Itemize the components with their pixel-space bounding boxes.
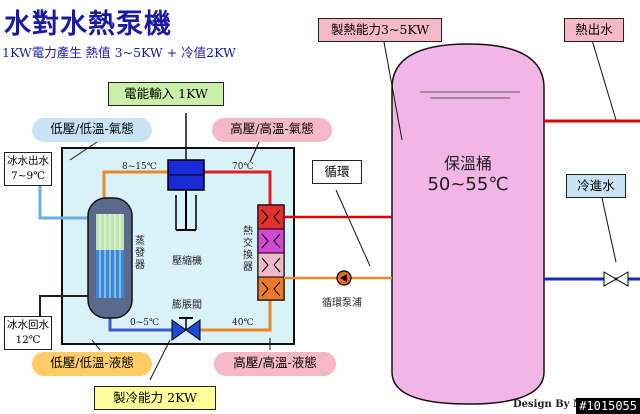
heat-exchanger-label: 熱交換器 — [243, 226, 253, 273]
temp-evap-out: 8~15℃ — [122, 162, 157, 172]
pipe-exchanger-to-valve — [200, 300, 272, 332]
image-id-badge: #1015055 — [576, 398, 640, 414]
evaporator-label: 蒸發器 — [135, 236, 145, 271]
designer-credit: Design By Mi — [513, 399, 588, 410]
temp-comp-out: 70℃ — [232, 162, 254, 172]
chilled-water-out-label: 冰水出水 7~9℃ — [4, 152, 52, 186]
high-pressure-gas-label: 高壓/高溫-氣態 — [212, 118, 332, 142]
tank-name: 保溫桶 — [443, 154, 492, 173]
circulation-pump-label: 循環泵浦 — [322, 298, 362, 309]
power-input-label: 電能輸入 1KW — [108, 82, 224, 106]
expansion-valve-label: 膨脹閥 — [172, 300, 202, 311]
pipe-evaporator-to-compressor — [102, 170, 168, 198]
circulation-pump-icon — [336, 270, 352, 286]
high-pressure-liquid-label: 高壓/高溫-液態 — [214, 352, 336, 376]
hot-water-out-label: 熱出水 — [564, 18, 624, 42]
pipe-chilled-water-return — [39, 295, 88, 316]
cooling-capacity-label: 製冷能力 2KW — [94, 386, 216, 410]
heating-capacity-label: 製熱能力3~5KW — [318, 18, 442, 42]
temp-evap-in: 0~5℃ — [130, 318, 160, 328]
pipe-compressor-to-exchanger — [204, 170, 272, 205]
low-pressure-liquid-label: 低壓/低溫-液態 — [32, 352, 152, 376]
chilled-water-return-label: 冰水回水 12℃ — [4, 316, 52, 350]
chilled-water-return-temp: 12℃ — [15, 334, 41, 346]
circulation-label: 循環 — [312, 160, 362, 184]
cold-water-in-label: 冷進水 — [566, 174, 626, 198]
chilled-water-out-text: 冰水出水 — [7, 155, 49, 167]
tank-temp: 50~55℃ — [427, 174, 509, 195]
inlet-valve-icon — [603, 271, 629, 287]
low-pressure-gas-label: 低壓/低溫-氣態 — [32, 118, 152, 142]
compressor-label: 壓縮機 — [172, 256, 202, 267]
storage-tank — [391, 43, 545, 405]
pipe-chilled-water-out — [38, 186, 88, 220]
chilled-water-out-temp: 7~9℃ — [11, 170, 45, 182]
page-title: 水對水熱泵機 — [4, 9, 172, 40]
chilled-water-return-text: 冰水回水 — [7, 319, 49, 331]
page-subtitle: 1KW電力產生 熱值 3~5KW + 冷值2KW — [2, 45, 236, 60]
pipe-valve-to-evaporator — [108, 318, 172, 332]
temp-hx-out: 40℃ — [232, 318, 254, 328]
expansion-valve-icon — [171, 317, 201, 341]
